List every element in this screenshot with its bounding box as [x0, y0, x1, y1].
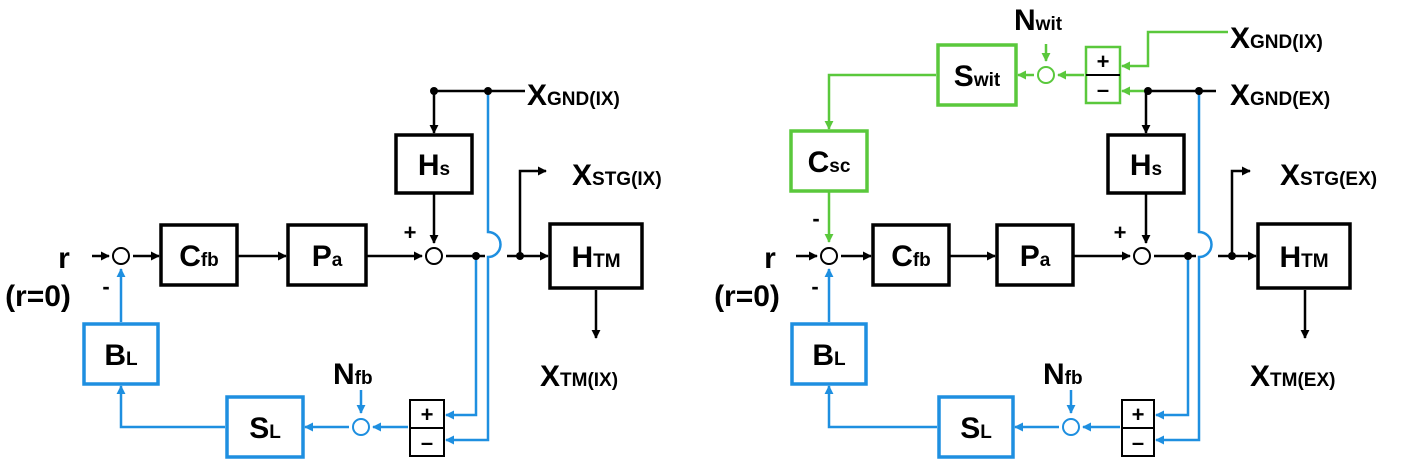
left-blue-wires [116, 91, 502, 445]
left-block-sl-label: SL [249, 412, 281, 445]
left-sum-junction-plant [425, 247, 443, 265]
right-wit-diff-plus: + [1097, 49, 1110, 74]
left-block-cfb [159, 223, 239, 287]
left-block-htm-label: HTM [571, 241, 620, 274]
left-block-pa-label: Pa [312, 240, 343, 273]
left-block-sl [225, 395, 305, 459]
right-signal-nwit: Nwit [1014, 4, 1063, 37]
left-black-wires [92, 89, 601, 339]
junction-dot [1184, 252, 1192, 260]
right-block-hs [1106, 133, 1186, 195]
left-block-hs-label: Hs [418, 149, 450, 182]
right-block-sl [937, 395, 1015, 459]
right-block-csc-label: Csc [808, 146, 851, 179]
right-csc-sign-minus: - [812, 206, 819, 231]
right-diff-minus: – [1132, 430, 1144, 455]
right-block-bl [790, 322, 868, 386]
right-block-swit-label: Swit [954, 60, 1001, 93]
right-signal-nfb: Nfb [1043, 358, 1083, 391]
left-input-r0: (r=0) [5, 280, 71, 313]
right-block-htm-label: HTM [1279, 241, 1328, 274]
right-junction-dots [1144, 87, 1236, 260]
right-signal-xstg: XSTG(EX) [1280, 159, 1377, 192]
right-signal-xgnd-ex: XGND(EX) [1230, 79, 1330, 112]
right-block-sl-label: SL [960, 412, 992, 445]
left-signal-xtm: XTM(IX) [540, 360, 618, 393]
right-input-r: r [764, 242, 776, 275]
right-sign-minus: - [811, 274, 818, 299]
left-block-htm [548, 222, 644, 290]
left-sign-plus: + [404, 220, 417, 245]
right-sum-junction-input [820, 247, 838, 265]
right-sum-junction-plant [1133, 247, 1151, 265]
right-signal-xgnd-ix: XGND(IX) [1230, 22, 1323, 55]
left-block-hs [394, 133, 474, 195]
right-block-bl-label: BL [812, 339, 846, 372]
junction-dot [1228, 252, 1236, 260]
right-block-hs-label: Hs [1130, 149, 1162, 182]
right-sign-plus: + [1114, 220, 1127, 245]
junction-dot [484, 87, 492, 95]
junction-dot [1195, 87, 1203, 95]
left-signal-xstg: XSTG(IX) [572, 159, 662, 192]
left-block-pa [286, 223, 368, 287]
right-diagram: Swit Csc Cfb Pa Hs HTM BL SL + – + – r (… [714, 4, 1377, 459]
right-green-wires [824, 30, 1228, 243]
right-diff-plus: + [1132, 402, 1145, 427]
left-signal-xgnd: XGND(IX) [527, 79, 620, 112]
right-block-htm [1256, 222, 1352, 290]
right-block-pa-label: Pa [1020, 240, 1051, 273]
left-diagram: Cfb Pa Hs HTM BL SL + – r (r=0) - + XGND… [5, 79, 662, 459]
left-junction-dots [430, 87, 524, 260]
right-block-csc [789, 129, 869, 193]
right-signal-xtm: XTM(EX) [1250, 360, 1335, 393]
right-input-r0: (r=0) [714, 280, 780, 313]
left-block-bl [82, 322, 160, 386]
left-block-bl-label: BL [104, 339, 138, 372]
junction-dot [472, 252, 480, 260]
right-blue-wires [824, 91, 1213, 445]
left-input-r: r [58, 242, 70, 275]
right-sum-junction-witness [1037, 66, 1055, 84]
left-sign-minus: - [102, 274, 109, 299]
right-black-wires [796, 89, 1310, 339]
left-sum-junction-noise [352, 418, 370, 436]
left-sum-junction-input [112, 247, 130, 265]
right-block-pa [995, 223, 1075, 287]
junction-dot [430, 87, 438, 95]
left-signal-nfb: Nfb [333, 358, 373, 391]
left-diff-plus: + [421, 402, 434, 427]
right-block-swit [936, 43, 1018, 107]
left-diff-minus: – [421, 430, 433, 455]
right-sum-junction-noise [1062, 418, 1080, 436]
right-block-cfb-label: Cfb [891, 240, 931, 273]
junction-dot [516, 252, 524, 260]
junction-dot [1144, 87, 1152, 95]
left-block-cfb-label: Cfb [179, 240, 219, 273]
right-block-cfb [871, 223, 951, 287]
right-wit-diff-minus: – [1097, 77, 1109, 102]
